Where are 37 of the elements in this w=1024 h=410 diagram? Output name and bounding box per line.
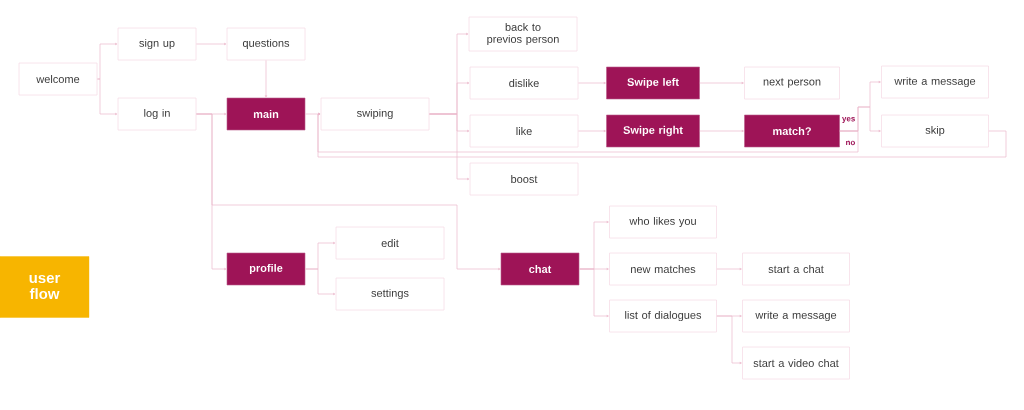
step-box: settings: [335, 277, 445, 311]
step-box: back to previos person: [468, 16, 578, 52]
step-box: next person: [744, 66, 840, 100]
step-box: write a message: [742, 299, 850, 333]
step-box: sign up: [117, 27, 197, 61]
arrow: [429, 113, 470, 181]
arrow: [97, 42, 118, 80]
step-box: like: [469, 114, 579, 148]
key-step-box: match?: [744, 114, 840, 148]
step-box: start a video chat: [742, 346, 850, 380]
step-box: who likes you: [609, 205, 717, 239]
edge-label: no: [845, 140, 856, 146]
step-box: welcome: [18, 62, 98, 96]
step-box: write a message: [881, 65, 989, 99]
arrow: [716, 315, 742, 365]
key-step-box: main: [226, 97, 306, 131]
step-box: log in: [117, 97, 197, 131]
arrow: [317, 112, 1007, 158]
arrow: [578, 268, 609, 318]
step-box: list of dialogues: [609, 299, 717, 333]
key-step-box: Swipe left: [606, 66, 700, 100]
key-step-box: profile: [226, 252, 306, 286]
step-box: dislike: [469, 66, 579, 100]
step-box: skip: [881, 114, 989, 148]
step-box: swiping: [320, 97, 430, 131]
title-box: user flow: [0, 256, 90, 318]
step-box: edit: [335, 226, 445, 260]
step-box: questions: [226, 27, 306, 61]
arrow: [97, 78, 118, 116]
step-box: boost: [469, 162, 579, 196]
step-box: start a chat: [742, 252, 850, 286]
key-step-box: chat: [500, 252, 580, 286]
arrow: [304, 268, 336, 296]
key-step-box: Swipe right: [606, 114, 700, 148]
step-box: new matches: [609, 252, 717, 286]
edge-label: yes: [841, 116, 856, 124]
arrow: [196, 113, 501, 271]
